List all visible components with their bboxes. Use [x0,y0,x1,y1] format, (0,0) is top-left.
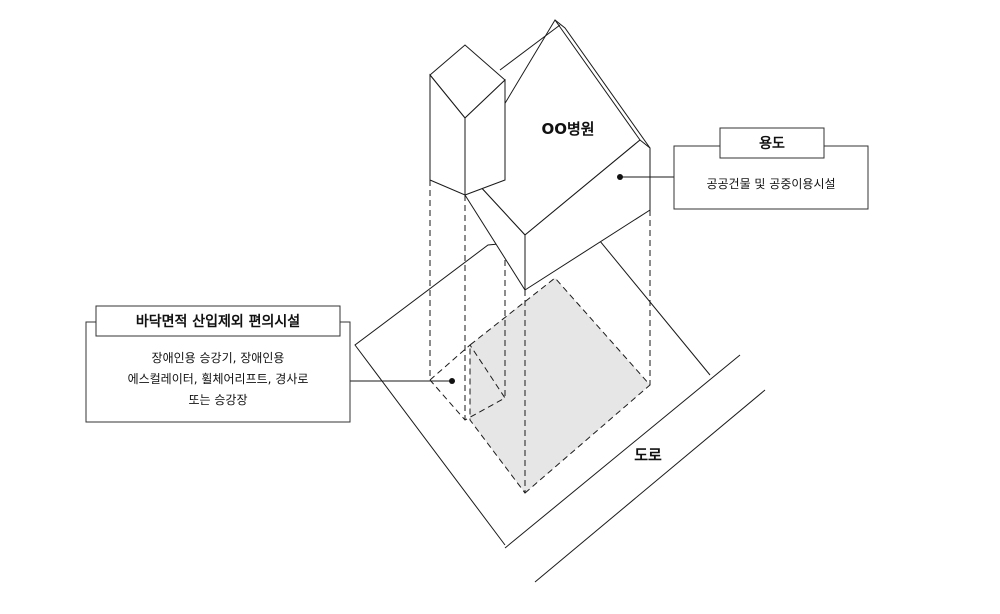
road-label: 도로 [634,446,662,464]
road-edge-near [504,354,741,549]
use-box-title: 용도 [759,136,785,152]
exclusion-leader-dot [449,378,455,384]
building-label: OO병원 [541,120,594,138]
road-edge-far [534,389,766,583]
exclusion-box-line: 또는 승강장 [188,393,247,407]
exclusion-box-line: 장애인용 승강기, 장애인용 [152,351,285,365]
exclusion-box-title: 바닥면적 산입제외 편의시설 [136,313,300,330]
use-leader-dot [617,174,623,180]
building-roof-edge [554,19,651,149]
ground-footprint [469,277,651,494]
exclusion-box [85,321,351,423]
exclusion-box-title-frame [95,305,341,337]
building-roof-edge [499,24,561,71]
excluded-facility-footprint [429,344,506,421]
use-box-title-frame [719,127,825,159]
exclusion-box-line: 에스컬레이터, 휠체어리프트, 경사로 [128,372,309,386]
elevator-tower-side [464,78,506,196]
use-box-body: 공공건물 및 공중이용시설 [706,177,835,191]
site-boundary [354,234,711,546]
